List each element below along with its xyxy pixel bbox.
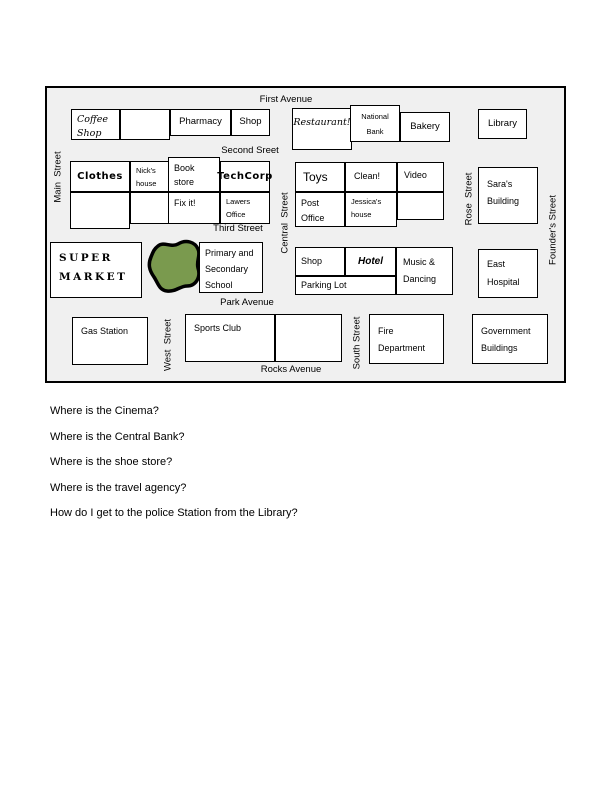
question-police-station: How do I get to the police Station from … bbox=[50, 507, 298, 519]
street-label-second-street: Second Sreet bbox=[221, 145, 279, 156]
building-east-hospital: East Hospital bbox=[478, 249, 538, 298]
building-clothes: Clothes bbox=[70, 161, 130, 192]
building-music-dancing: Music & Dancing bbox=[396, 247, 453, 295]
building-shop-first-avenue: Shop bbox=[231, 109, 270, 136]
building-empty bbox=[120, 109, 170, 140]
town-map: First Avenue Second Sreet Third Street P… bbox=[45, 86, 566, 383]
building-clean: Clean! bbox=[345, 162, 397, 192]
question-shoe-store: Where is the shoe store? bbox=[50, 456, 173, 468]
building-book-store: Book store bbox=[168, 157, 220, 192]
building-national-bank: National Bank bbox=[350, 105, 400, 142]
building-pharmacy: Pharmacy bbox=[170, 109, 231, 136]
building-lawers-office: Lawers Office bbox=[220, 192, 270, 224]
building-video: Video bbox=[397, 162, 444, 192]
question-list: Where is the Cinema? Where is the Centra… bbox=[50, 405, 560, 533]
building-fire-department: Fire Department bbox=[369, 314, 444, 364]
street-label-central-street: Central Street bbox=[279, 192, 291, 254]
building-parking-lot: Parking Lot bbox=[295, 276, 396, 295]
question-central-bank: Where is the Central Bank? bbox=[50, 430, 185, 443]
street-label-first-avenue: First Avenue bbox=[259, 94, 313, 105]
building-post-office: Post Office bbox=[295, 192, 345, 227]
question-cinema: Where is the Cinema? bbox=[50, 405, 159, 417]
building-empty bbox=[275, 314, 342, 362]
building-nicks-house: Nick's house bbox=[130, 161, 169, 192]
street-label-rose-street: Rose Street bbox=[463, 172, 475, 226]
building-empty bbox=[70, 192, 130, 229]
street-label-west-street: West Street bbox=[162, 318, 174, 372]
street-label-third-street: Third Street bbox=[213, 223, 263, 234]
building-saras-building: Sara's Building bbox=[478, 167, 538, 224]
building-government-buildings: Government Buildings bbox=[472, 314, 548, 364]
street-label-founders-street: Founder's Street bbox=[547, 195, 559, 265]
street-label-rocks-avenue: Rocks Avenue bbox=[260, 364, 322, 375]
building-sports-club: Sports Club bbox=[185, 314, 275, 362]
street-label-main-street: Main Street bbox=[52, 151, 64, 203]
park-green-shape bbox=[147, 239, 201, 293]
building-bakery: Bakery bbox=[400, 112, 450, 142]
street-label-south-street: South Street bbox=[351, 316, 363, 370]
building-library: Library bbox=[478, 109, 527, 139]
building-super-market: SUPER MARKET bbox=[50, 242, 142, 298]
building-shop-third-street: Shop bbox=[295, 247, 345, 276]
building-hotel: Hotel bbox=[345, 247, 396, 276]
building-coffee-shop: Coffee Shop bbox=[71, 109, 120, 140]
street-label-park-avenue: Park Avenue bbox=[220, 297, 274, 308]
building-jessicas-house: Jessica's house bbox=[345, 192, 397, 227]
building-gas-station: Gas Station bbox=[72, 317, 148, 365]
building-empty bbox=[397, 192, 444, 220]
building-school: Primary and Secondary School bbox=[199, 242, 263, 293]
building-restaurant: Restaurant! bbox=[292, 108, 352, 150]
question-travel-agency: Where is the travel agency? bbox=[50, 481, 187, 494]
building-fix-it: Fix it! bbox=[168, 192, 220, 224]
building-toys: Toys bbox=[295, 162, 345, 192]
building-empty bbox=[130, 192, 169, 224]
building-techcorp: TechCorp bbox=[217, 161, 272, 192]
